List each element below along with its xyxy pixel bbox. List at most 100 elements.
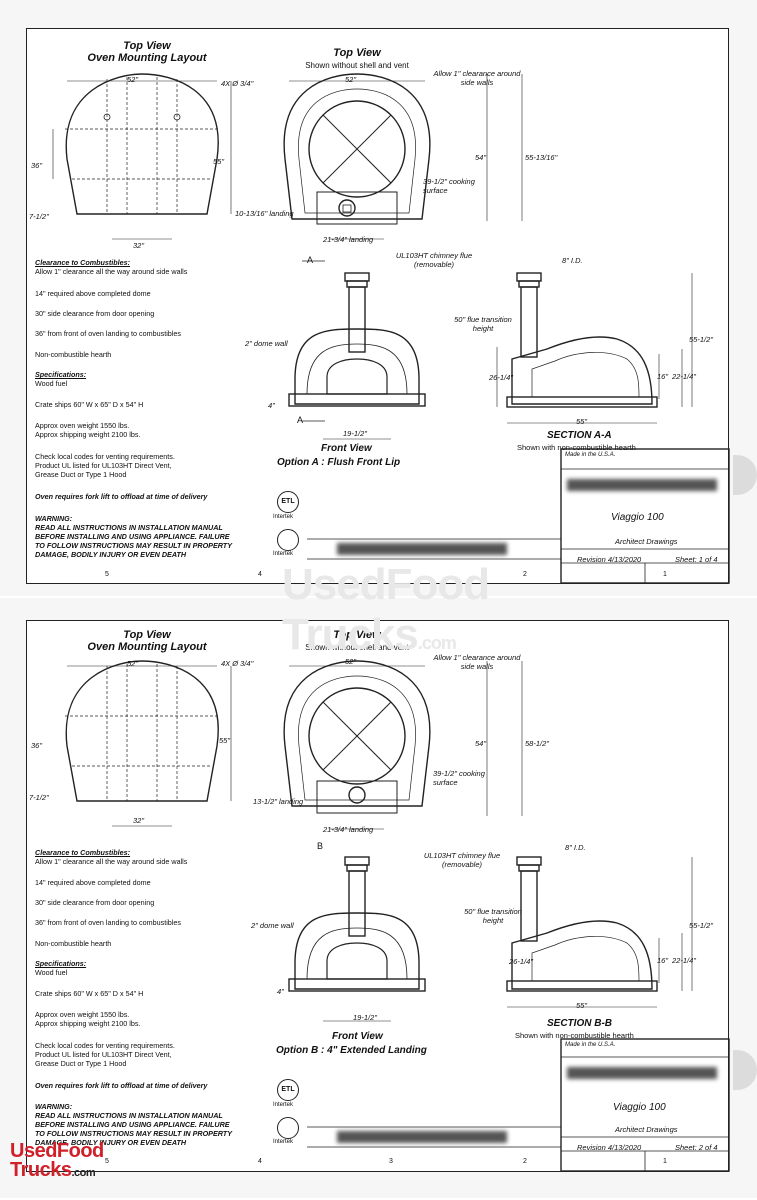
spec-6: Product UL listed for UL103HT Direct Ven… <box>35 461 172 470</box>
spec-heading: Specifications: <box>35 370 87 379</box>
dim-mount-height: 36" <box>31 161 43 170</box>
spec-4: Approx shipping weight 2100 lbs. <box>35 430 141 439</box>
clearance-1: Allow 1" clearance all the way around si… <box>35 267 188 276</box>
spec-1: Wood fuel <box>35 379 68 388</box>
warning-3-2: BEFORE INSTALLING AND USING APPLIANCE. F… <box>35 1120 230 1129</box>
watermark-line-2: Trucks <box>282 610 419 659</box>
clearance-3-2: 30" side clearance from door opening <box>35 898 155 907</box>
spec-5: Check local codes for venting requiremen… <box>35 452 175 461</box>
section-marker-top: A <box>307 255 314 265</box>
tb-model-2: Viaggio 100 <box>613 1102 666 1113</box>
dim-shell-clearance-2: Allow 1" clearance around side walls <box>433 653 521 671</box>
dim-lip: 4" <box>268 401 275 410</box>
spec-2-2: Crate ships 60" W x 65" D x 54" H <box>35 989 144 998</box>
drawing-sheet-2-lines <box>65 660 730 1172</box>
dim-dome-wall-2: 2" dome wall <box>251 921 294 930</box>
grid-num-2: 2 <box>523 571 527 578</box>
redacted-info-2 <box>337 1131 507 1143</box>
warning-5: DAMAGE, BODILY INJURY OR EVEN DEATH <box>35 550 187 559</box>
clearance-heading-2: Clearance to Combustibles: <box>35 848 131 857</box>
dim-section-door: 26-1/4" <box>489 373 513 382</box>
clearance-3: 30" side clearance from door opening <box>35 309 155 318</box>
shell-subtitle-2: Shown without shell and vent <box>305 643 409 652</box>
clearance-4-2: 36" from front of oven landing to combus… <box>35 918 181 927</box>
front-view-label-2: Front View <box>332 1031 383 1042</box>
redacted-brand <box>567 479 717 491</box>
dim-shell-landing: 10-13/16" landing <box>235 209 294 218</box>
dim-dome-wall: 2" dome wall <box>245 339 288 348</box>
dim-shell-landing-2: 13-1/2" landing <box>253 797 304 806</box>
shell-title-2: Top View <box>333 629 381 641</box>
dim-mount-width-2: 52" <box>127 659 139 668</box>
grid-num-3: 3 <box>389 571 393 578</box>
grid-num-4-b: 4 <box>258 1158 262 1165</box>
clearance-2: 14" required above completed dome <box>35 289 151 298</box>
clearance-2-2: 14" required above completed dome <box>35 878 151 887</box>
dim-shell-overall: 55-13/16" <box>525 153 558 162</box>
warning-2: READ ALL INSTRUCTIONS IN INSTALLATION MA… <box>35 523 223 532</box>
intertek-label-2: Intertek <box>273 551 294 557</box>
spec-2: Crate ships 60" W x 65" D x 54" H <box>35 400 144 409</box>
dim-mount-bottom: 7-1/2" <box>29 212 49 221</box>
warnock-hersey-icon-2 <box>277 1117 299 1139</box>
dim-front-width: 19-1/2" <box>343 429 367 438</box>
dim-section-width-2: 55" <box>576 1001 588 1010</box>
front-view-label: Front View <box>321 443 372 454</box>
dim-mount-base-2: 32" <box>133 816 145 825</box>
shell-subtitle: Shown without shell and vent <box>305 61 409 70</box>
forklift-note-2: Oven requires fork lift to offload at ti… <box>35 1081 208 1090</box>
mount-subtitle: Oven Mounting Layout <box>87 52 207 64</box>
dim-section-id: 8" I.D. <box>562 256 583 265</box>
dim-shell-cooking: 39-1/2" cooking surface <box>423 177 475 195</box>
mount-title-text-2: Top View <box>123 629 171 641</box>
dim-mount-height-2: 36" <box>31 741 43 750</box>
spec-4-2: Approx shipping weight 2100 lbs. <box>35 1019 141 1028</box>
tb-sheet-2: Sheet: 2 of 4 <box>675 1143 718 1152</box>
clearance-4: 36" from front of oven landing to combus… <box>35 329 181 338</box>
dim-section-id-2: 8" I.D. <box>565 843 586 852</box>
spec-5-2: Check local codes for venting requiremen… <box>35 1041 175 1050</box>
redacted-info <box>337 543 507 555</box>
clearance-heading: Clearance to Combustibles: <box>35 258 131 267</box>
clearance-5: Non-combustible hearth <box>35 350 112 359</box>
section-subtitle-2: Shown with non-combustible hearth <box>515 1031 634 1040</box>
spec-3: Approx oven weight 1550 lbs. <box>35 421 130 430</box>
dim-mount-overall-2: 55" <box>219 736 231 745</box>
watermark-line-1: UsedFood <box>282 560 490 609</box>
front-view-option: Option A : Flush Front Lip <box>277 457 401 468</box>
dim-flue-2: UL103HT chimney flue (removable) <box>423 851 501 869</box>
mount-title-text: Top View <box>123 40 171 52</box>
dim-mount-holes-2: 4X Ø 3/4" <box>221 659 254 668</box>
dim-section-dome: 22-1/4" <box>672 372 696 381</box>
section-title: SECTION A-A <box>547 430 612 441</box>
dim-section-flue: 50" flue transition height <box>454 315 512 333</box>
tb-made-2: Made in the U.S.A. <box>565 1042 616 1048</box>
logo-part-1: UsedFood <box>10 1140 104 1162</box>
spec-1-2: Wood fuel <box>35 968 68 977</box>
dim-shell-width: 52" <box>345 75 357 84</box>
spec-7: Grease Duct or Type 1 Hood <box>35 470 127 479</box>
intertek-label: Intertek <box>273 514 294 520</box>
dim-shell-width-2: 52" <box>345 657 357 666</box>
dim-section-flue-2: 50" flue transition height <box>464 907 522 925</box>
warning-5-2: DAMAGE, BODILY INJURY OR EVEN DEATH <box>35 1138 187 1147</box>
dim-shell-landing-width: 21-3/4" landing <box>323 235 374 244</box>
tb-type: Architect Drawings <box>615 537 678 546</box>
dim-section-door-2: 26-1/4" <box>509 957 533 966</box>
dim-section-inner-2: 16" <box>657 956 669 965</box>
tb-revision: Revision 4/13/2020 <box>577 555 642 564</box>
forklift-note: Oven requires fork lift to offload at ti… <box>35 492 208 501</box>
front-view-option-2: Option B : 4" Extended Landing <box>276 1045 427 1056</box>
dim-mount-bottom-2: 7-1/2" <box>29 793 49 802</box>
tb-model: Viaggio 100 <box>611 512 664 523</box>
grid-num-1-b: 1 <box>663 1158 667 1165</box>
grid-num-4: 4 <box>258 571 262 578</box>
warning-1-2: WARNING: <box>35 1102 73 1111</box>
dim-shell-landing-width-2: 21-3/4" landing <box>323 825 374 834</box>
intertek-label-4: Intertek <box>273 1139 294 1145</box>
dim-section-width: 55" <box>576 417 588 426</box>
